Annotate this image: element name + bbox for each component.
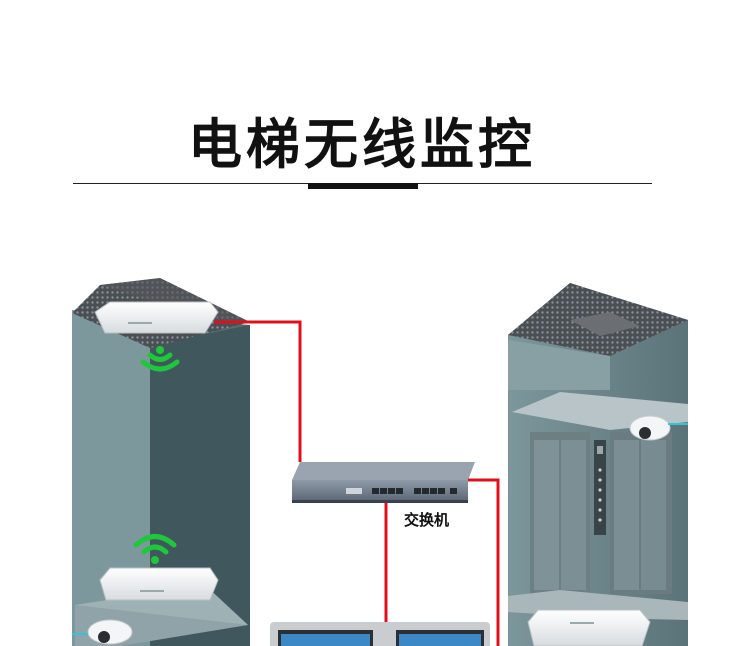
access-point-right bbox=[527, 609, 651, 646]
dome-camera-right bbox=[629, 415, 688, 441]
page-title: 电梯无线监控 bbox=[188, 113, 536, 176]
wifi-signal-icon-bottom bbox=[133, 534, 177, 564]
title-divider-accent bbox=[308, 183, 418, 189]
network-switch bbox=[292, 462, 475, 503]
monitoring-screens bbox=[270, 622, 490, 646]
access-point-bottom bbox=[99, 567, 219, 601]
wifi-signal-icon-top bbox=[140, 346, 180, 372]
access-point-top bbox=[94, 301, 219, 334]
dome-camera-left bbox=[72, 619, 133, 645]
left-elevator-shaft bbox=[72, 278, 250, 646]
switch-label: 交换机 bbox=[404, 511, 450, 529]
right-elevator-shaft bbox=[508, 283, 688, 646]
